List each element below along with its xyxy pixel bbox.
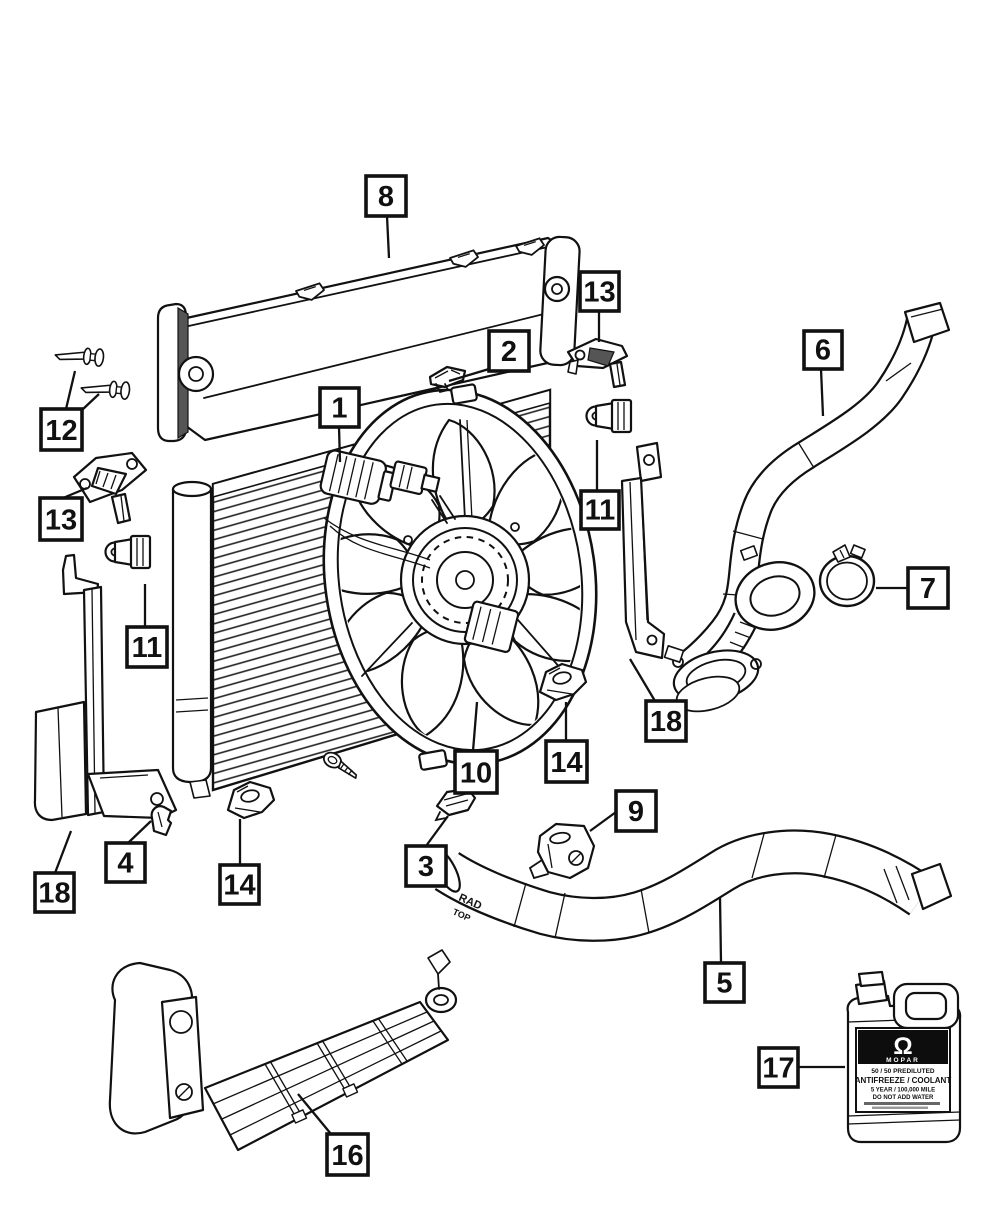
svg-text:18: 18 xyxy=(650,706,682,738)
callout-6-3[interactable]: 6 xyxy=(802,329,844,417)
callout-18-17[interactable]: 18 xyxy=(33,830,76,914)
svg-text:11: 11 xyxy=(132,632,163,664)
upper-radiator-hose-drawing xyxy=(674,301,951,682)
jug-label-line4: DO NOT ADD WATER xyxy=(873,1095,934,1101)
bracket-13-right-drawing xyxy=(566,337,629,389)
jug-label-line1: 50 / 50 PREDILUTED xyxy=(871,1068,935,1075)
mounting-rivets-drawing xyxy=(53,343,132,401)
svg-text:14: 14 xyxy=(550,747,582,779)
callout-14-16[interactable]: 14 xyxy=(218,819,261,906)
hose-bracket-drawing xyxy=(528,822,596,880)
radiator-closure-panel-drawing xyxy=(156,235,581,443)
bracket-13-left-drawing xyxy=(72,451,148,525)
callout-layer: 8 13 2 6 1 12 13 11 7 11 18 14 10 9 4 3 14 18 5 17 16 xyxy=(33,174,950,1177)
svg-text:2: 2 xyxy=(501,336,517,368)
callout-11-9[interactable]: 11 xyxy=(125,584,169,669)
svg-text:17: 17 xyxy=(762,1052,794,1084)
callout-9-13[interactable]: 9 xyxy=(589,789,658,833)
coolant-jug-drawing: Ω MOPAR 50 / 50 PREDILUTED ANTIFREEZE / … xyxy=(846,970,962,1144)
callout-7-8[interactable]: 7 xyxy=(876,566,950,610)
radiator-inlet-cap-drawing xyxy=(319,449,456,569)
callout-8-0[interactable]: 8 xyxy=(364,174,408,259)
svg-text:13: 13 xyxy=(45,505,77,537)
svg-text:13: 13 xyxy=(583,276,615,308)
hose-marking-top: TOP xyxy=(451,907,472,924)
svg-text:11: 11 xyxy=(585,495,616,527)
callout-3-15[interactable]: 3 xyxy=(404,815,449,888)
svg-text:12: 12 xyxy=(45,415,77,447)
lower-shield-drawing xyxy=(108,949,458,1152)
thermostat-housing-drawing xyxy=(663,545,816,713)
bracket-11-left-drawing xyxy=(104,534,152,570)
callout-13-6[interactable]: 13 xyxy=(38,486,88,542)
bracket-14-left-drawing xyxy=(226,780,276,820)
callout-1-4[interactable]: 1 xyxy=(318,386,361,463)
svg-text:4: 4 xyxy=(117,847,133,879)
svg-text:1: 1 xyxy=(331,392,347,424)
callout-10-12[interactable]: 10 xyxy=(453,701,499,795)
clip-3-drawing xyxy=(434,787,477,822)
svg-text:3: 3 xyxy=(418,851,434,883)
jug-label-line2: ANTIFREEZE / COOLANT xyxy=(855,1076,952,1085)
mounting-screw-drawing xyxy=(322,751,358,779)
svg-text:5: 5 xyxy=(716,967,732,999)
callout-12-5[interactable]: 12 xyxy=(39,370,100,452)
clip-4-drawing xyxy=(150,805,173,837)
callout-14-11[interactable]: 14 xyxy=(544,702,589,784)
clip-2-drawing xyxy=(428,365,467,394)
svg-text:14: 14 xyxy=(223,869,255,901)
callout-13-1[interactable]: 13 xyxy=(578,270,621,342)
air-deflector-right-drawing xyxy=(620,441,666,660)
svg-text:9: 9 xyxy=(628,796,644,828)
jug-brand-text: MOPAR xyxy=(886,1057,920,1064)
jug-fine-print-bar xyxy=(872,1106,928,1109)
svg-text:10: 10 xyxy=(460,758,492,790)
jug-label-line3: 5 YEAR / 100,000 MILE xyxy=(871,1088,935,1094)
svg-text:18: 18 xyxy=(38,877,70,909)
callout-2-2[interactable]: 2 xyxy=(448,329,531,383)
lower-radiator-hose-drawing: RAD TOP xyxy=(431,829,953,942)
mopar-omega-logo-icon: Ω xyxy=(893,1033,912,1060)
svg-text:16: 16 xyxy=(331,1140,363,1172)
air-deflector-left-drawing xyxy=(33,553,178,822)
bracket-11-right-drawing xyxy=(585,398,633,434)
svg-text:8: 8 xyxy=(378,181,394,213)
callout-11-7[interactable]: 11 xyxy=(579,440,621,531)
jug-label-logo-block xyxy=(858,1030,948,1064)
svg-text:6: 6 xyxy=(815,335,831,367)
callout-18-10[interactable]: 18 xyxy=(629,658,688,743)
callout-16-20[interactable]: 16 xyxy=(297,1093,370,1177)
callout-17-19[interactable]: 17 xyxy=(757,1046,845,1089)
callout-5-18[interactable]: 5 xyxy=(703,896,746,1004)
jug-fine-print-bar xyxy=(864,1102,940,1105)
svg-text:7: 7 xyxy=(920,573,936,605)
hose-clamp-drawing xyxy=(818,544,876,608)
callout-4-14[interactable]: 4 xyxy=(104,820,152,884)
